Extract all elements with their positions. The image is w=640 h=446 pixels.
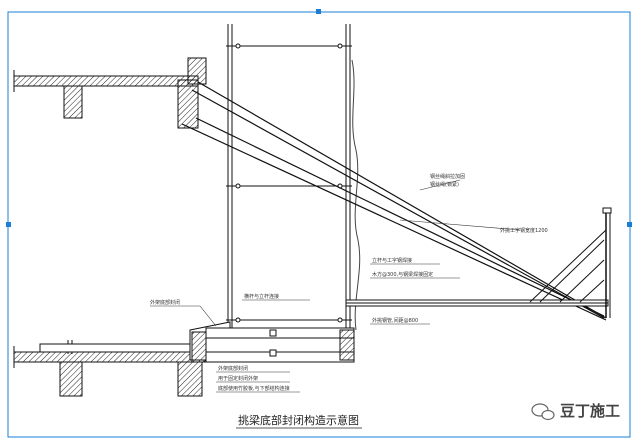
label-note-2: 用于固定封闭外架 [218,375,258,382]
label-cross-bar: 横杆与立杆连接 [244,293,279,300]
label-gap-seal: 外挑钢管,间距@800 [372,317,418,324]
label-note-3: 底部使用竹胶板,与下部结构连接 [218,385,290,392]
outrigger-beam [345,207,612,318]
label-steel-wire-2: 钢丝绳(锁紧) [430,181,459,188]
label-note-1: 外架底部封闭 [218,365,248,372]
label-steel-wire: 钢丝绳斜拉加固 [430,173,465,180]
watermark-brand: 豆丁施工 [560,402,620,420]
leader-lines [150,179,521,393]
tension-cables [181,81,607,321]
upper-floor-slab [13,70,199,119]
lower-floor-slab [13,340,205,397]
frame-handle-top [316,9,321,14]
label-wood-board: 木方@300,与钢梁焊接固定 [372,271,433,278]
scaffold-ledgers [226,43,352,323]
scaffold-poles [227,24,361,360]
upper-anchor-block [177,57,207,129]
frame-handle-right [627,222,632,227]
label-outrigger-width: 外挑工字钢宽度1200 [500,227,548,234]
label-beam-seal: 外架底部封闭 [150,299,180,306]
frame-handle-left [6,222,11,227]
bottom-closure [39,321,355,363]
wechat-icon [531,403,555,421]
label-pole-fastening: 立杆与工字钢焊接 [372,257,412,264]
diagram-title: 挑梁底部封闭构造示意图 [238,413,359,427]
